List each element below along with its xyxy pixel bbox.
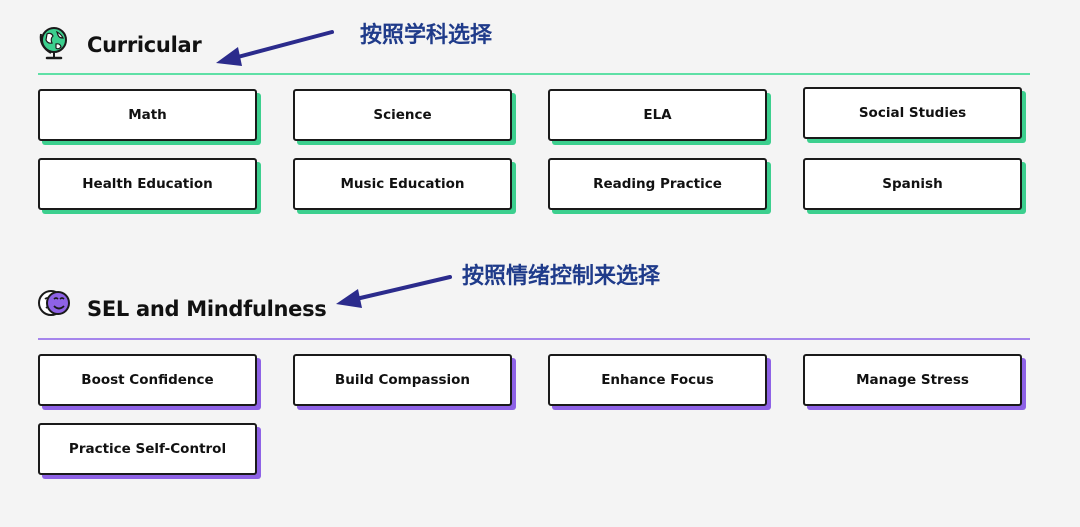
subject-reading-practice-button[interactable]: Reading Practice [548,158,767,210]
sel-build-compassion-button[interactable]: Build Compassion [293,354,512,406]
curricular-divider [38,73,1030,75]
sel-title: SEL and Mindfulness [87,297,327,321]
annotation-curricular: 按照学科选择 [360,23,493,48]
subject-math-button[interactable]: Math [38,89,257,141]
annotation-arrow-sel [336,275,452,308]
annotation-sel: 按照情绪控制来选择 [462,264,661,289]
sel-boost-confidence-button[interactable]: Boost Confidence [38,354,257,406]
globe-icon [37,24,71,62]
subject-music-education-button[interactable]: Music Education [293,158,512,210]
curricular-title: Curricular [87,33,202,57]
subject-spanish-button[interactable]: Spanish [803,158,1022,210]
subject-social-studies-button[interactable]: Social Studies [803,87,1022,139]
sel-enhance-focus-button[interactable]: Enhance Focus [548,354,767,406]
subject-health-education-button[interactable]: Health Education [38,158,257,210]
annotation-arrow-curricular [216,30,334,66]
sel-manage-stress-button[interactable]: Manage Stress [803,354,1022,406]
subject-science-button[interactable]: Science [293,89,512,141]
sel-divider [38,338,1030,340]
theater-masks-icon [37,287,71,325]
subject-ela-button[interactable]: ELA [548,89,767,141]
sel-practice-self-control-button[interactable]: Practice Self-Control [38,423,257,475]
